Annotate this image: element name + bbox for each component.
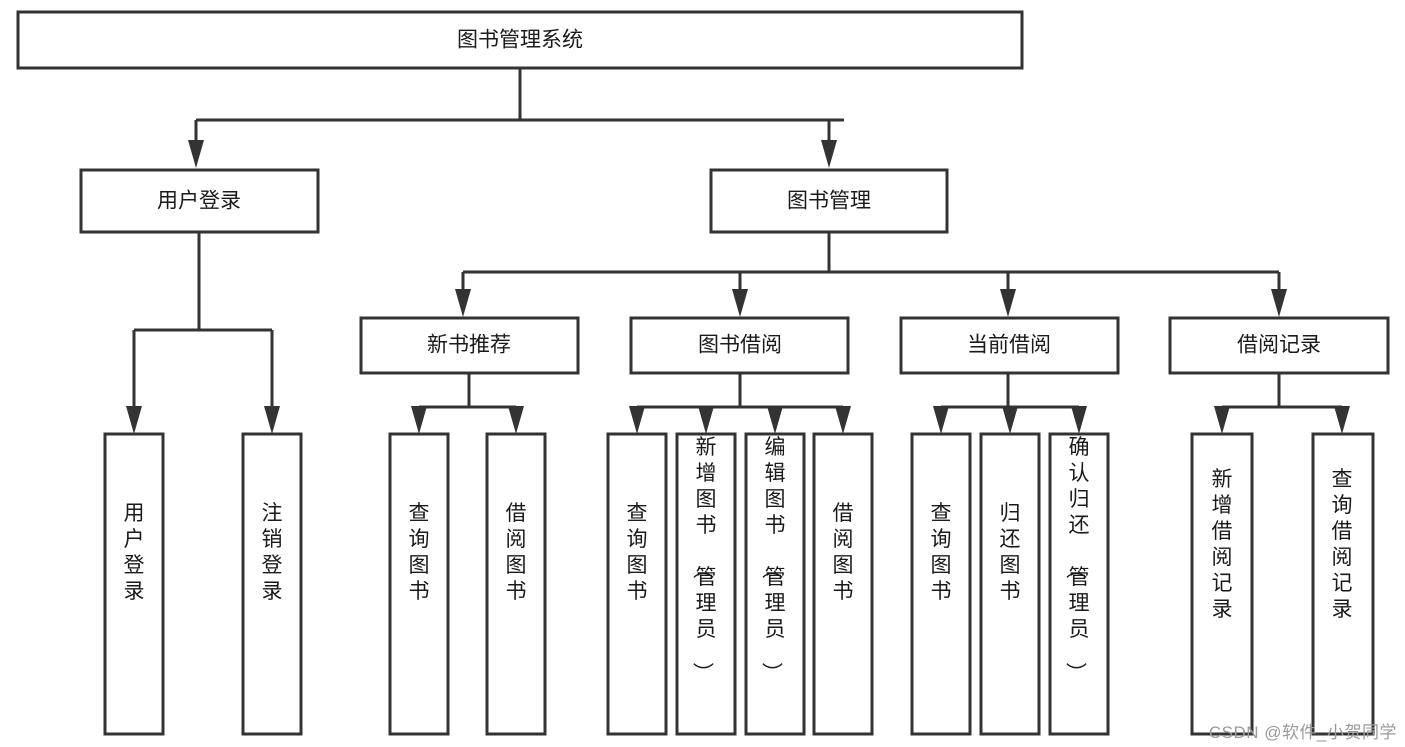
node-book-management[interactable]: 图书管理: [709, 168, 949, 234]
node-leaf-query-book-2-box[interactable]: [606, 432, 668, 736]
node-leaf-logout-login-label: 注销登录: [262, 502, 283, 603]
node-root-label: 图书管理系统: [457, 29, 583, 52]
node-root[interactable]: 图书管理系统: [16, 10, 1024, 70]
node-borrow-record-label: 借阅记录: [1237, 334, 1321, 357]
node-leaf-borrow-book-1-box[interactable]: [485, 432, 547, 736]
node-leaf-add-book-box[interactable]: [675, 432, 737, 736]
node-current-borrow-box[interactable]: [899, 316, 1120, 375]
node-leaf-confirm-return[interactable]: 确认归还（管理员）: [1048, 432, 1110, 736]
node-leaf-query-book-3-box[interactable]: [910, 432, 972, 736]
connector-book-borrow-to-leaves: [629, 373, 851, 434]
node-new-book-recommend-box[interactable]: [359, 316, 580, 375]
node-leaf-edit-book-box[interactable]: [744, 432, 806, 736]
connector-current-borrow-to-leaves: [933, 373, 1087, 434]
node-leaf-confirm-return-box[interactable]: [1048, 432, 1110, 736]
node-leaf-add-book-label: 新增图书（管理员）: [691, 436, 717, 683]
connector-user-login-to-leaves: [126, 232, 280, 434]
node-leaf-query-book-1-box[interactable]: [388, 432, 450, 736]
node-leaf-borrow-book-2-label: 借阅图书: [833, 502, 854, 603]
node-current-borrow[interactable]: 当前借阅: [899, 316, 1120, 375]
node-leaf-borrow-book-2-box[interactable]: [812, 432, 874, 736]
connector-borrow-record-to-leaves: [1214, 373, 1350, 434]
node-leaf-add-record-box[interactable]: [1190, 432, 1254, 736]
node-leaf-logout-login-box[interactable]: [241, 432, 303, 736]
node-book-borrow[interactable]: 图书借阅: [629, 316, 850, 375]
node-leaf-confirm-return-label: 确认归还（管理员）: [1064, 436, 1090, 683]
node-current-borrow-label: 当前借阅: [967, 334, 1051, 357]
node-leaf-query-book-2-label: 查询图书: [627, 502, 648, 603]
node-leaf-query-book-1[interactable]: 查询图书: [388, 432, 450, 736]
node-book-borrow-label: 图书借阅: [698, 334, 782, 357]
node-borrow-record-box[interactable]: [1168, 316, 1390, 375]
node-user-login[interactable]: 用户登录: [79, 168, 320, 234]
node-leaf-query-record-label: 查询借阅记录: [1332, 468, 1353, 621]
node-book-management-box[interactable]: [709, 168, 949, 234]
node-leaf-borrow-book-1[interactable]: 借阅图书: [485, 432, 547, 736]
node-leaf-user-login[interactable]: 用户登录: [103, 432, 165, 736]
node-leaf-borrow-book-2[interactable]: 借阅图书: [812, 432, 874, 736]
node-book-management-label: 图书管理: [787, 190, 871, 213]
connector-book-management-to-level3: [455, 232, 1287, 317]
connector-root-to-level2: [188, 68, 844, 168]
node-new-book-recommend-label: 新书推荐: [427, 334, 511, 357]
node-leaf-query-book-3-label: 查询图书: [931, 502, 952, 603]
node-leaf-add-record-label: 新增借阅记录: [1212, 468, 1233, 621]
node-user-login-box[interactable]: [79, 168, 320, 234]
node-leaf-return-book[interactable]: 归还图书: [979, 432, 1041, 736]
node-leaf-borrow-book-1-label: 借阅图书: [506, 502, 527, 603]
node-leaf-return-book-box[interactable]: [979, 432, 1041, 736]
node-leaf-query-book-2[interactable]: 查询图书: [606, 432, 668, 736]
node-root-box[interactable]: [16, 10, 1024, 70]
node-leaf-query-book-3[interactable]: 查询图书: [910, 432, 972, 736]
node-leaf-logout-login[interactable]: 注销登录: [241, 432, 303, 736]
node-leaf-user-login-box[interactable]: [103, 432, 165, 736]
node-leaf-edit-book[interactable]: 编辑图书（管理员）: [744, 432, 806, 736]
node-leaf-query-record-box[interactable]: [1311, 432, 1375, 736]
node-leaf-edit-book-label: 编辑图书（管理员）: [760, 436, 786, 683]
connector-new-book-recommend-to-leaves: [411, 373, 524, 434]
node-leaf-user-login-label: 用户登录: [124, 502, 145, 603]
node-borrow-record[interactable]: 借阅记录: [1168, 316, 1390, 375]
node-leaf-add-record[interactable]: 新增借阅记录: [1190, 432, 1254, 736]
node-book-borrow-box[interactable]: [629, 316, 850, 375]
node-leaf-query-book-1-label: 查询图书: [409, 502, 430, 603]
node-user-login-label: 用户登录: [157, 190, 241, 213]
node-new-book-recommend[interactable]: 新书推荐: [359, 316, 580, 375]
node-leaf-add-book[interactable]: 新增图书（管理员）: [675, 432, 737, 736]
node-leaf-return-book-label: 归还图书: [1000, 502, 1021, 603]
node-leaf-query-record[interactable]: 查询借阅记录: [1311, 432, 1375, 736]
